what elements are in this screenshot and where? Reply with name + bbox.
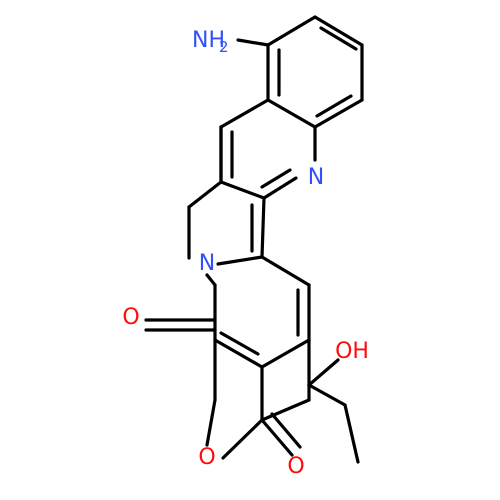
five-ring-bond bbox=[216, 255, 264, 266]
ethyl-bond bbox=[307, 383, 347, 407]
pyridone-bond-inner bbox=[219, 331, 260, 356]
lactone-bond bbox=[221, 418, 264, 460]
ketone-oxygen-label: O bbox=[122, 305, 139, 330]
benz-bond bbox=[266, 98, 317, 129]
five-ring-bond bbox=[260, 196, 266, 259]
ring-nitrogen-label: N bbox=[199, 251, 215, 276]
atom-label-layer: NH 2 N N O OH O O bbox=[122, 28, 369, 479]
amine-group: NH 2 bbox=[192, 28, 229, 56]
ring-oxygen-label: O bbox=[198, 445, 215, 470]
lactone-carbonyl bbox=[270, 412, 302, 449]
pyridone-bond bbox=[205, 273, 217, 287]
lactone-carbonyl bbox=[260, 418, 294, 457]
pyridone-bond bbox=[213, 338, 264, 369]
lactone-bond bbox=[260, 398, 311, 422]
benz-bond bbox=[313, 98, 364, 129]
amine-subscript: 2 bbox=[219, 38, 229, 56]
amine-label: NH bbox=[192, 28, 225, 53]
pyridine-bond bbox=[262, 176, 298, 200]
hydroxyl-label: OH bbox=[335, 339, 369, 364]
pyridine-bond-inner bbox=[260, 168, 292, 189]
benz-bond-inner bbox=[315, 94, 353, 118]
amine-bond bbox=[236, 38, 270, 47]
pyridine-bond bbox=[219, 98, 270, 129]
benz-bond-inner bbox=[319, 26, 358, 51]
lactone-oxygen-label: O bbox=[287, 454, 304, 479]
ethyl-bond bbox=[343, 403, 360, 464]
lactone-bond bbox=[205, 398, 217, 447]
pyridone-bond bbox=[260, 255, 311, 287]
hydroxyl-bond bbox=[307, 358, 340, 387]
benz-bond bbox=[266, 15, 317, 47]
pyridine-bond bbox=[219, 180, 266, 200]
pyridine-nitrogen-label: N bbox=[308, 165, 324, 190]
bond-layer bbox=[144, 15, 364, 464]
pyridone-bond bbox=[260, 338, 311, 369]
five-ring-bond bbox=[187, 180, 223, 209]
benz-bond bbox=[313, 15, 364, 47]
